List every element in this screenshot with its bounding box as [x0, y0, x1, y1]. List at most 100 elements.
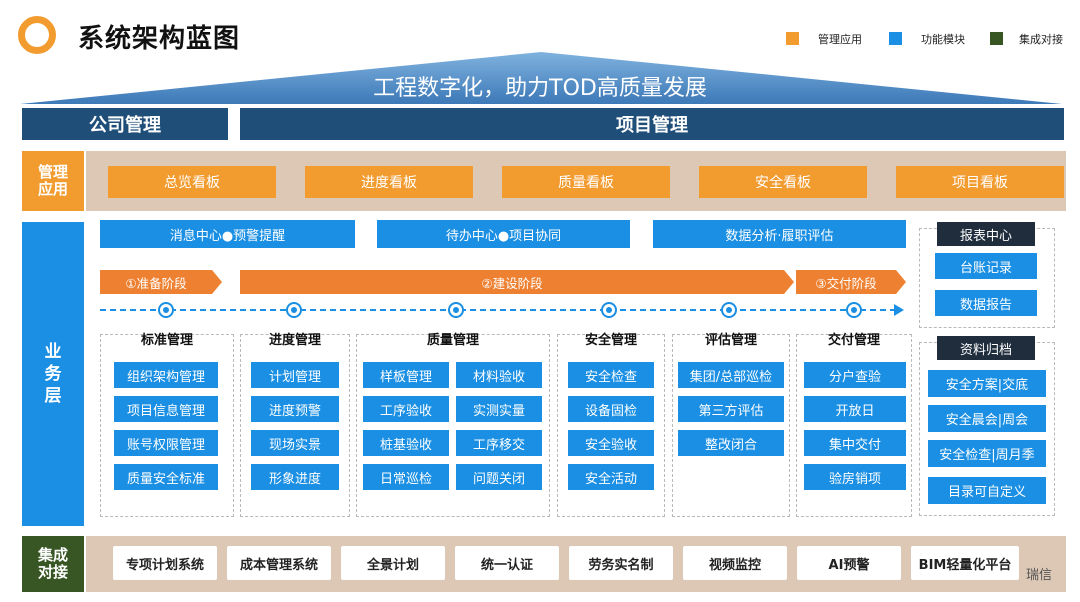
- rectification-close-button[interactable]: 整改闭合: [678, 430, 784, 456]
- management-label-line2: 应用: [37, 180, 68, 198]
- quality-module-box: [356, 334, 550, 517]
- integration-layer-label: 集成 对接: [22, 536, 84, 592]
- timeline-node-icon: [286, 302, 302, 318]
- todo-center-button[interactable]: 待办中心●项目协同: [377, 220, 630, 248]
- stage-construction-arrow: [784, 270, 794, 294]
- data-analysis-button[interactable]: 数据分析·履职评估: [653, 220, 906, 248]
- business-label-line3: 层: [44, 386, 62, 406]
- third-party-eval-button[interactable]: 第三方评估: [678, 396, 784, 422]
- image-progress-button[interactable]: 形象进度: [251, 464, 339, 490]
- integration-label-line2: 对接: [37, 563, 68, 581]
- cost-management-system-button[interactable]: 成本管理系统: [227, 546, 331, 580]
- legend-swatch-blue: [889, 32, 902, 45]
- special-plan-system-button[interactable]: 专项计划系统: [113, 546, 217, 580]
- stage-construction: ②建设阶段: [240, 270, 784, 294]
- timeline-node-icon: [448, 302, 464, 318]
- safety-activity-button[interactable]: 安全活动: [568, 464, 654, 490]
- labor-realname-button[interactable]: 劳务实名制: [569, 546, 673, 580]
- timeline-node-icon: [721, 302, 737, 318]
- centralized-delivery-button[interactable]: 集中交付: [804, 430, 906, 456]
- ledger-record-button[interactable]: 台账记录: [935, 253, 1037, 279]
- logo-ring-icon: [18, 16, 56, 54]
- archive-title: 资料归档: [937, 336, 1035, 360]
- quality-safety-standard-button[interactable]: 质量安全标准: [114, 464, 218, 490]
- legend-swatch-green: [990, 32, 1003, 45]
- safety-acceptance-button[interactable]: 安全验收: [568, 430, 654, 456]
- report-center-title: 报表中心: [937, 222, 1035, 246]
- management-layer-label: 管理 应用: [22, 151, 84, 211]
- legend-label-integration: 集成对接: [1019, 33, 1063, 46]
- plan-management-button[interactable]: 计划管理: [251, 362, 339, 388]
- material-inspection-button[interactable]: 材料验收: [456, 362, 542, 388]
- business-label-line1: 业: [44, 342, 62, 362]
- process-inspection-button[interactable]: 工序验收: [363, 396, 449, 422]
- delivery-module-title: 交付管理: [827, 332, 880, 348]
- progress-warning-button[interactable]: 进度预警: [251, 396, 339, 422]
- timeline-node-icon: [158, 302, 174, 318]
- org-structure-button[interactable]: 组织架构管理: [114, 362, 218, 388]
- group-patrol-button[interactable]: 集团/总部巡检: [678, 362, 784, 388]
- equipment-check-button[interactable]: 设备固检: [568, 396, 654, 422]
- process-handover-button[interactable]: 工序移交: [456, 430, 542, 456]
- roof-banner: [20, 52, 1062, 104]
- project-board-button[interactable]: 项目看板: [896, 166, 1064, 198]
- evaluation-module-box: [672, 334, 790, 517]
- safety-inspection-button[interactable]: 安全检查|周月季: [928, 440, 1046, 467]
- standard-module-box: [100, 334, 234, 517]
- stage-preparation: ①准备阶段: [100, 270, 212, 294]
- timeline-arrow-icon: [894, 304, 904, 316]
- open-day-button[interactable]: 开放日: [804, 396, 906, 422]
- evaluation-module-title: 评估管理: [704, 332, 757, 348]
- quality-board-button[interactable]: 质量看板: [502, 166, 670, 198]
- safety-board-button[interactable]: 安全看板: [699, 166, 867, 198]
- progress-module-box: [240, 334, 350, 517]
- integration-label-line1: 集成: [37, 546, 68, 564]
- daily-patrol-button[interactable]: 日常巡检: [363, 464, 449, 490]
- account-permission-button[interactable]: 账号权限管理: [114, 430, 218, 456]
- actual-measurement-button[interactable]: 实测实量: [456, 396, 542, 422]
- bim-platform-button[interactable]: BIM轻量化平台: [911, 546, 1019, 580]
- issue-close-button[interactable]: 问题关闭: [456, 464, 542, 490]
- safety-meeting-button[interactable]: 安全晨会|周会: [928, 405, 1046, 432]
- project-management-bar: 项目管理: [240, 108, 1064, 140]
- standard-module-title: 标准管理: [140, 332, 193, 348]
- safety-module-title: 安全管理: [584, 332, 637, 348]
- progress-module-title: 进度管理: [268, 332, 321, 348]
- timeline-node-icon: [601, 302, 617, 318]
- safety-module-box: [557, 334, 665, 517]
- ai-warning-button[interactable]: AI预警: [797, 546, 901, 580]
- safety-check-button[interactable]: 安全检查: [568, 362, 654, 388]
- stage-preparation-arrow: [212, 270, 222, 294]
- business-layer-label: 业 务 层: [22, 222, 84, 526]
- project-info-button[interactable]: 项目信息管理: [114, 396, 218, 422]
- quality-module-title: 质量管理: [426, 332, 479, 348]
- brand-name: 瑞信: [1025, 567, 1052, 583]
- custom-directory-button[interactable]: 目录可自定义: [928, 477, 1046, 504]
- video-monitoring-button[interactable]: 视频监控: [683, 546, 787, 580]
- timeline-line: [100, 309, 896, 311]
- legend-label-management: 管理应用: [818, 33, 862, 46]
- timeline-node-icon: [846, 302, 862, 318]
- household-inspection-button[interactable]: 分户查验: [804, 362, 906, 388]
- delivery-module-box: [796, 334, 912, 517]
- legend-swatch-orange: [786, 32, 799, 45]
- business-label-line2: 务: [44, 364, 62, 384]
- pile-inspection-button[interactable]: 桩基验收: [363, 430, 449, 456]
- safety-plan-button[interactable]: 安全方案|交底: [928, 370, 1046, 397]
- company-management-bar: 公司管理: [22, 108, 228, 140]
- stage-delivery-arrow: [896, 270, 906, 294]
- management-label-line1: 管理: [37, 163, 68, 181]
- slogan: 工程数字化，助力TOD高质量发展: [373, 76, 707, 101]
- overview-board-button[interactable]: 总览看板: [108, 166, 276, 198]
- site-scene-button[interactable]: 现场实景: [251, 430, 339, 456]
- unified-auth-button[interactable]: 统一认证: [455, 546, 559, 580]
- inspection-closeout-button[interactable]: 验房销项: [804, 464, 906, 490]
- progress-board-button[interactable]: 进度看板: [305, 166, 473, 198]
- legend-label-function: 功能模块: [921, 33, 965, 46]
- panoramic-plan-button[interactable]: 全景计划: [341, 546, 445, 580]
- page-title: 系统架构蓝图: [78, 24, 241, 54]
- stage-delivery: ③交付阶段: [796, 270, 896, 294]
- message-center-button[interactable]: 消息中心●预警提醒: [100, 220, 355, 248]
- data-report-button[interactable]: 数据报告: [935, 290, 1037, 316]
- sample-management-button[interactable]: 样板管理: [363, 362, 449, 388]
